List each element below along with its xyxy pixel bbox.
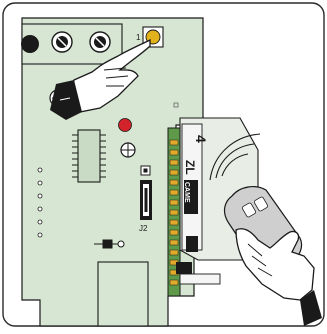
jumper-label: J2 [139, 224, 148, 233]
receiver-model-mark: ZL [183, 160, 197, 175]
receiver-channel-digit: 4 [193, 135, 209, 143]
jumper-j2[interactable] [140, 180, 152, 220]
adjustment-trimmer [121, 143, 135, 157]
button-number-label: 1 [136, 33, 141, 42]
relay-housing [98, 262, 148, 326]
programming-led [119, 119, 132, 132]
receiver-brand-label: CAME [183, 182, 190, 203]
terminal-block [21, 24, 122, 64]
terminal-screw-head [21, 35, 39, 53]
small-component [141, 166, 150, 175]
